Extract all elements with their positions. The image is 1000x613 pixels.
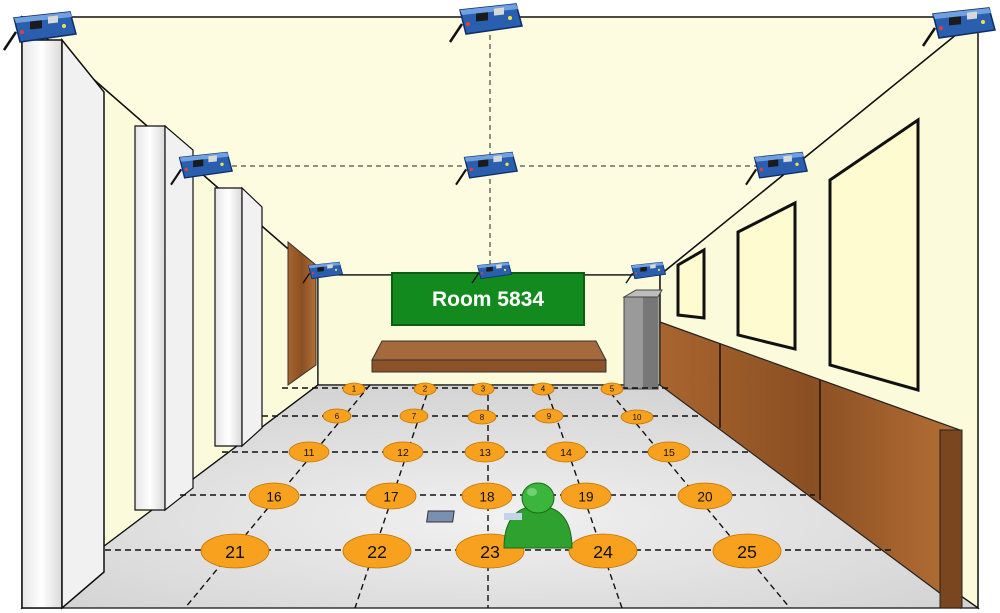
wall-pillar xyxy=(21,37,105,610)
back-door xyxy=(287,240,317,386)
grid-cell: 18 xyxy=(461,482,513,510)
sensor-board-icon xyxy=(170,151,234,186)
grid-cell-label: 21 xyxy=(225,542,245,562)
stage-platform-front xyxy=(371,359,607,373)
grid-cell: 15 xyxy=(647,441,691,463)
grid-cell-marker xyxy=(534,408,564,424)
grid-cell-label: 11 xyxy=(304,447,315,459)
room-sign-text: Room 5834 xyxy=(432,288,544,311)
wall-pillar xyxy=(134,124,194,512)
grid-cell-marker xyxy=(200,533,270,569)
grid-cell: 25 xyxy=(712,533,782,569)
wood-panel-edge xyxy=(939,429,963,609)
grid-cell-marker xyxy=(531,382,555,396)
grid-cell: 13 xyxy=(464,441,506,463)
sensor-board-icon xyxy=(448,3,523,43)
grid-cell-label: 6 xyxy=(335,412,340,421)
grid-cell-marker xyxy=(399,408,429,424)
grid-cell-marker xyxy=(712,533,782,569)
grid-cell: 12 xyxy=(382,441,424,463)
grid-cell: 9 xyxy=(534,408,564,424)
grid-cell-marker xyxy=(461,482,513,510)
grid-cell: 8 xyxy=(467,409,497,425)
grid-cell: 21 xyxy=(200,533,270,569)
grid-cell-label: 17 xyxy=(383,489,398,504)
sensor-board-icon xyxy=(625,261,667,284)
grid-cell: 14 xyxy=(545,441,587,463)
grid-cell-label: 15 xyxy=(663,447,675,459)
grid-cell-label: 16 xyxy=(266,489,281,504)
grid-cell-label: 2 xyxy=(423,385,428,394)
sensor-board-icon xyxy=(302,261,344,284)
grid-cell-label: 22 xyxy=(367,542,387,562)
grid-cell-marker xyxy=(471,382,495,396)
grid-cell-label: 12 xyxy=(397,447,409,459)
grid-cell-marker xyxy=(322,408,352,424)
grid-cell-marker xyxy=(342,533,412,569)
grid-cell: 10 xyxy=(620,409,654,425)
grid-cell-marker xyxy=(600,382,624,396)
grid-cell: 16 xyxy=(248,482,300,510)
grid-cell-label: 19 xyxy=(578,489,593,504)
grid-cell: 20 xyxy=(677,482,733,510)
wall-frame xyxy=(676,247,706,320)
grid-cell-marker xyxy=(464,441,506,463)
grid-cell: 24 xyxy=(568,533,638,569)
sensor-board-icon xyxy=(921,7,996,47)
grid-cell-label: 3 xyxy=(481,385,486,394)
grid-cell-marker xyxy=(342,382,366,396)
grid-cell: 5 xyxy=(600,382,624,396)
wall-frame xyxy=(828,117,920,392)
grid-cell-marker xyxy=(288,441,330,463)
grid-cell-label: 5 xyxy=(610,385,615,394)
grid-cell: 17 xyxy=(365,482,417,510)
grid-cell: 19 xyxy=(560,482,612,510)
grid-cell: 22 xyxy=(342,533,412,569)
grid-cell-marker xyxy=(647,441,691,463)
sensor-board-icon xyxy=(471,261,513,284)
grid-cell: 7 xyxy=(399,408,429,424)
grid-cell-marker xyxy=(413,382,437,396)
grid-cell-label: 23 xyxy=(480,542,500,562)
grid-cell-label: 7 xyxy=(412,412,417,421)
grid-cell-label: 25 xyxy=(737,542,757,562)
sensor-board-icon xyxy=(455,151,519,186)
grid-cell: 2 xyxy=(413,382,437,396)
grid-cell-label: 13 xyxy=(479,447,491,459)
grid-cell-label: 8 xyxy=(480,413,485,422)
grid-cell: 6 xyxy=(322,408,352,424)
person-with-laptop-icon xyxy=(426,482,573,549)
grid-cell: 11 xyxy=(288,441,330,463)
wall-frame xyxy=(736,200,797,351)
grid-cell-label: 4 xyxy=(541,385,546,394)
stage-platform xyxy=(371,340,607,361)
grid-cell-marker xyxy=(620,409,654,425)
grid-cell-label: 1 xyxy=(352,385,357,394)
grid-cell-marker xyxy=(365,482,417,510)
sensor-board-icon xyxy=(745,151,809,186)
grid-cell-label: 20 xyxy=(697,489,713,504)
grid-cell-marker xyxy=(467,409,497,425)
grid-cell-label: 24 xyxy=(593,542,613,562)
grid-cell-marker xyxy=(248,482,300,510)
speaker-icon xyxy=(622,289,663,390)
grid-cell-marker xyxy=(568,533,638,569)
sensor-nodes xyxy=(2,3,996,284)
grid-cell: 4 xyxy=(531,382,555,396)
grid-cell-label: 9 xyxy=(547,412,552,421)
grid-cell: 3 xyxy=(471,382,495,396)
wall-pillar xyxy=(214,186,263,448)
sensor-board-icon xyxy=(2,11,77,51)
grid-cell-marker xyxy=(545,441,587,463)
grid-cell-marker xyxy=(382,441,424,463)
grid-cell: 1 xyxy=(342,382,366,396)
grid-cell-label: 14 xyxy=(560,447,572,459)
grid-cell-marker xyxy=(560,482,612,510)
grid-cell-marker xyxy=(677,482,733,510)
grid-cell-label: 18 xyxy=(479,489,494,504)
grid-cell-label: 10 xyxy=(633,413,642,422)
